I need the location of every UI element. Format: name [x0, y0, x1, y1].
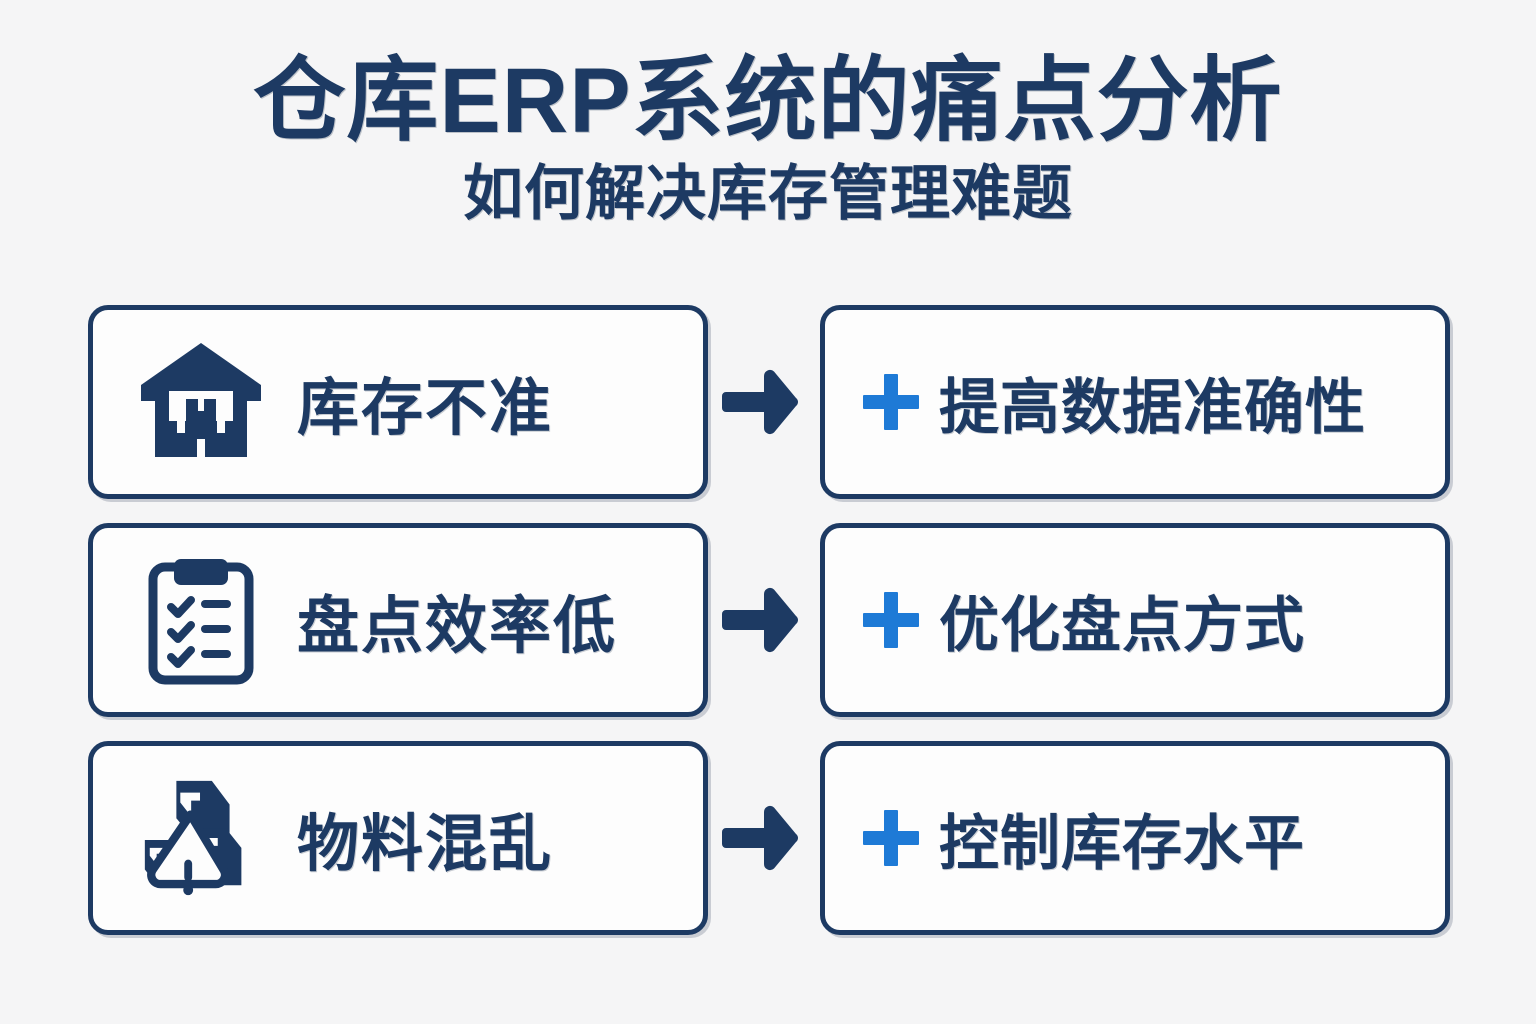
- arrow-right-icon-3: [722, 804, 800, 872]
- clipboard-checklist-icon: [135, 554, 267, 686]
- arrow-right-icon-1: [722, 368, 800, 436]
- warehouse-icon: [135, 336, 267, 468]
- fix-card-3[interactable]: 控制库存水平: [820, 741, 1450, 935]
- row-3: 物料混乱 控制库存水平: [0, 741, 1536, 935]
- comparison-rows: 库存不准 提高数据准确性: [0, 305, 1536, 959]
- fix-label-3: 控制库存水平: [939, 809, 1305, 877]
- header: 仓库ERP系统的痛点分析 如何解决库存管理难题: [0, 50, 1536, 228]
- fix-label-2: 优化盘点方式: [939, 591, 1305, 659]
- pain-label-2: 盘点效率低: [297, 592, 618, 661]
- page-title: 仓库ERP系统的痛点分析: [253, 50, 1283, 152]
- arrow-right-icon-2: [722, 586, 800, 654]
- fix-label-1: 提高数据准确性: [939, 373, 1366, 441]
- pain-label-3: 物料混乱: [297, 810, 554, 879]
- row-1: 库存不准 提高数据准确性: [0, 305, 1536, 499]
- pain-card-3[interactable]: 物料混乱: [88, 741, 708, 935]
- page-subtitle: 如何解决库存管理难题: [463, 160, 1073, 228]
- fix-card-1[interactable]: 提高数据准确性: [820, 305, 1450, 499]
- plus-icon-3: [863, 810, 919, 866]
- pain-card-1[interactable]: 库存不准: [88, 305, 708, 499]
- pain-label-1: 库存不准: [297, 374, 554, 443]
- fix-card-2[interactable]: 优化盘点方式: [820, 523, 1450, 717]
- row-2: 盘点效率低 优化盘点方式: [0, 523, 1536, 717]
- pain-card-2[interactable]: 盘点效率低: [88, 523, 708, 717]
- plus-icon-1: [863, 374, 919, 430]
- plus-icon-2: [863, 592, 919, 648]
- boxes-warning-icon: [135, 772, 267, 904]
